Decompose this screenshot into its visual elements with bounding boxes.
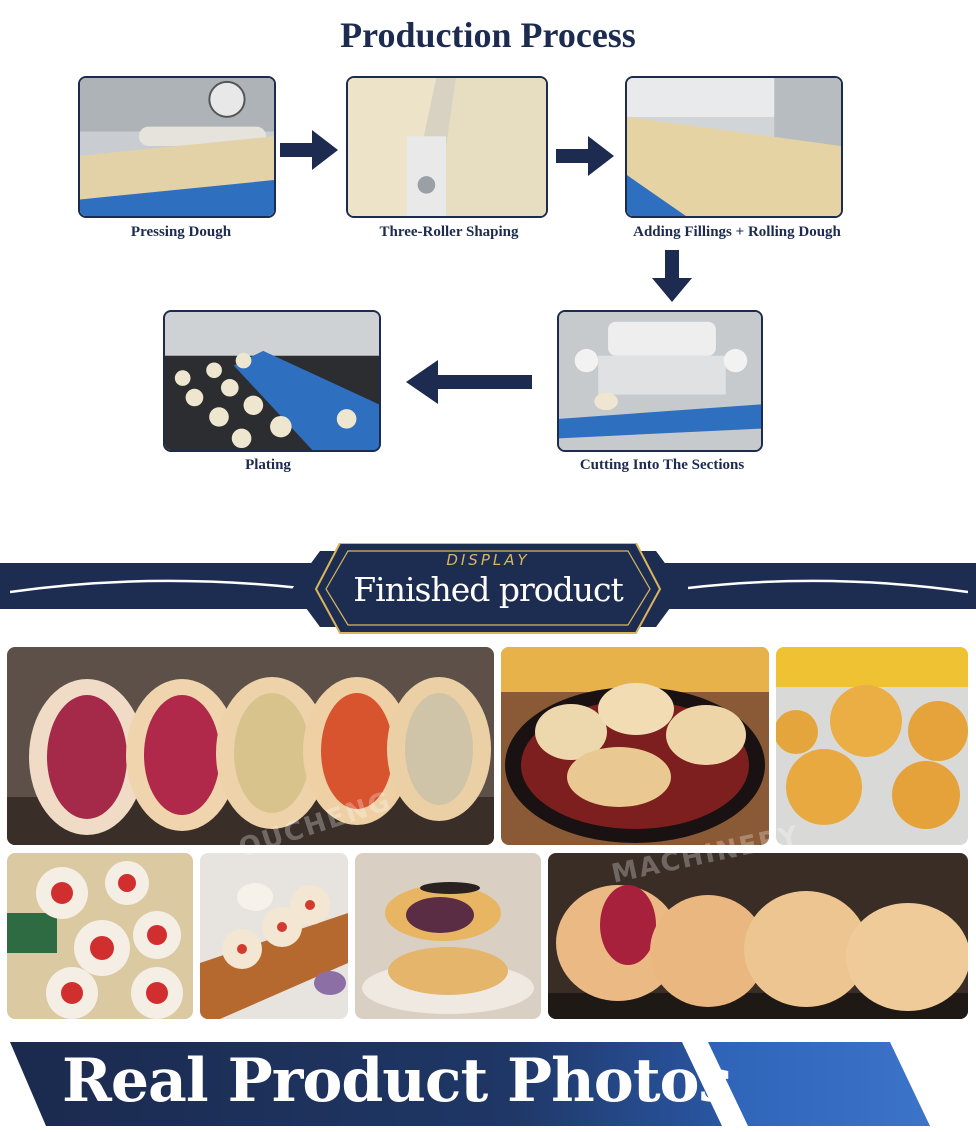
banner-kicker: DISPLAY (446, 551, 530, 569)
step-image-cutting-sections (557, 310, 763, 452)
step-caption-three-roller-shaping: Three-Roller Shaping (379, 224, 519, 240)
step-image-pressing-dough (78, 76, 276, 218)
banner-title: Finished product (353, 570, 623, 609)
photo-plate-pastries (501, 647, 769, 845)
banner-right-swoosh (688, 570, 968, 600)
photo-flower-cakes-halved (7, 647, 494, 845)
footer-banner (10, 1042, 970, 1130)
page-title: Production Process (340, 15, 636, 55)
step-caption-cutting-sections: Cutting Into The Sections (579, 457, 745, 473)
step-caption-pressing-dough: Pressing Dough (130, 224, 232, 240)
step-image-adding-fillings (625, 76, 843, 218)
footer-title: Real Product Photos (62, 1046, 732, 1116)
photo-golden-cookies (776, 647, 968, 845)
arrow-left-icon (406, 360, 532, 404)
arrow-right-icon (280, 130, 338, 170)
step-image-three-roller-shaping (346, 76, 548, 218)
banner-left-swoosh (10, 570, 300, 600)
step-caption-plating: Plating (245, 457, 291, 473)
step-image-plating (163, 310, 381, 452)
arrow-down-icon (652, 250, 692, 302)
photo-stamped-mooncakes (7, 853, 193, 1019)
photo-mooncakes-on-board (200, 853, 348, 1019)
banner-badge (292, 542, 684, 639)
photo-rose-pastries (548, 853, 968, 1019)
arrow-right-icon (556, 136, 614, 176)
step-caption-adding-fillings: Adding Fillings + Rolling Dough (633, 224, 841, 240)
photo-red-bean-cake (355, 853, 541, 1019)
